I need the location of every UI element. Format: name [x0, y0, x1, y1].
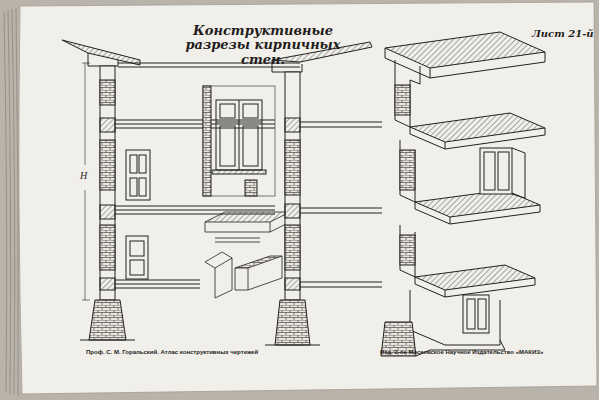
sheet-title: Конструктивные разрезы кирпичных стен. — [178, 24, 348, 67]
wall-section-left — [62, 40, 300, 340]
paper — [19, 2, 597, 394]
wall-section-middle — [265, 42, 382, 345]
beam-details — [205, 212, 290, 298]
page-edges — [4, 8, 18, 396]
window-elevation — [203, 86, 275, 196]
dimension-label: Н — [79, 170, 88, 181]
isometric-cutaway — [381, 32, 545, 356]
publisher-caption: Изд. 2-ое Московское Научное Издательств… — [380, 349, 543, 356]
author-caption: Проф. С. М. Горальский. Атлас конструкти… — [86, 349, 258, 356]
sheet-number: Лист 21-й — [532, 28, 594, 39]
